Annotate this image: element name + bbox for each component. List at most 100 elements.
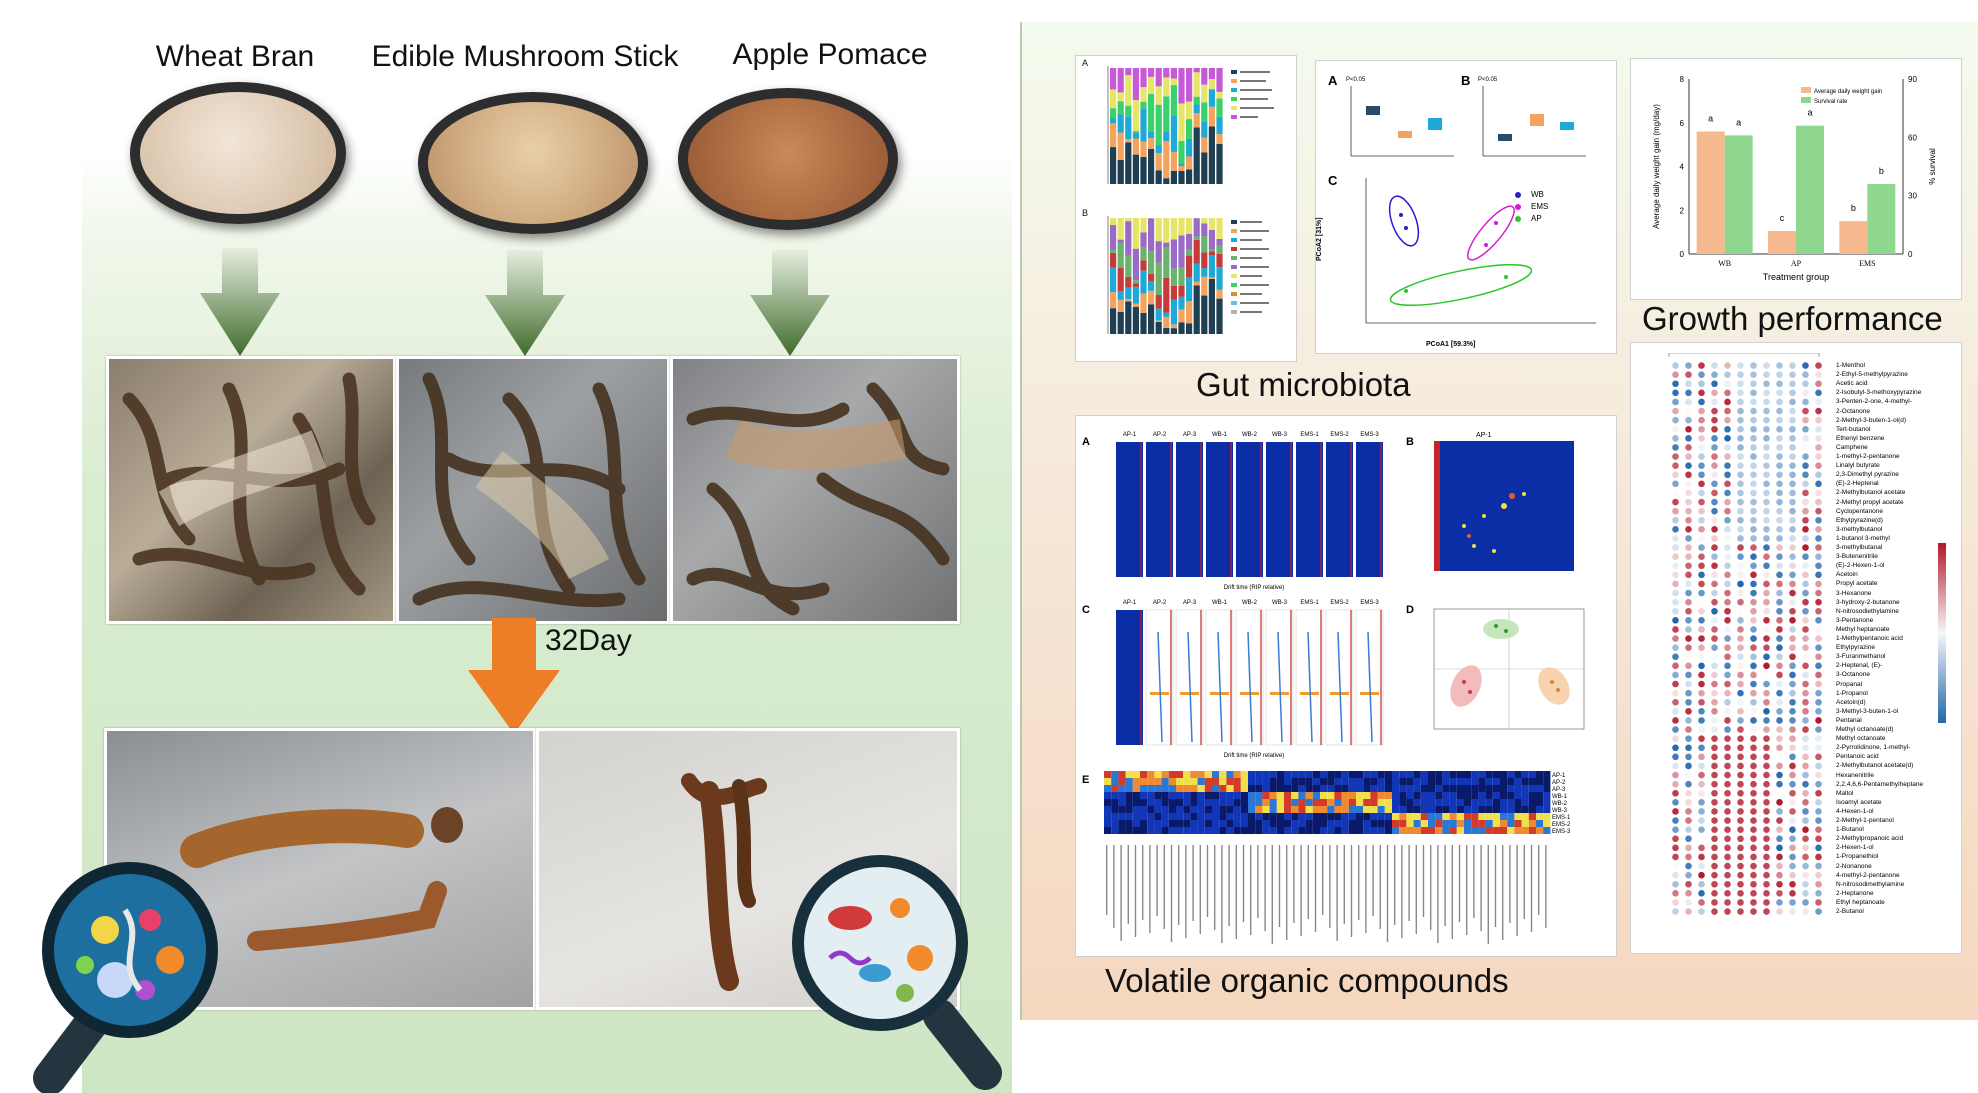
compound-label: Linalyl butyrate — [1836, 462, 1880, 470]
correlation-cell — [1724, 653, 1731, 661]
fingerprint-cell — [1514, 806, 1522, 813]
stack-segment — [1117, 114, 1124, 133]
stack-segment — [1125, 221, 1132, 256]
correlation-cell — [1789, 435, 1796, 442]
stack-segment — [1208, 229, 1215, 250]
fingerprint-cell — [1370, 799, 1378, 806]
fingerprint-cell — [1435, 778, 1443, 785]
fingerprint-cell — [1248, 813, 1256, 820]
correlation-cell — [1698, 607, 1705, 615]
correlation-cell — [1763, 435, 1770, 442]
fingerprint-cell — [1197, 820, 1205, 827]
fingerprint-cell — [1341, 778, 1349, 785]
fingerprint-cell — [1406, 827, 1414, 834]
legend-text-line — [1240, 302, 1269, 304]
correlation-cell — [1789, 871, 1796, 879]
correlation-cell — [1776, 835, 1783, 843]
correlation-cell — [1672, 380, 1679, 388]
stack-segment — [1201, 268, 1208, 277]
legend-swatch — [1231, 220, 1237, 224]
correlation-cell — [1802, 425, 1809, 433]
correlation-cell — [1763, 708, 1770, 715]
correlation-cell — [1685, 480, 1692, 488]
stack-segment — [1178, 322, 1185, 334]
correlation-cell — [1685, 380, 1692, 388]
fingerprint-row-label: AP-3 — [1552, 787, 1566, 793]
correlation-cell — [1711, 789, 1718, 797]
correlation-cell — [1815, 662, 1822, 670]
correlation-cell — [1802, 626, 1809, 633]
correlation-cell — [1724, 498, 1731, 506]
compound-name-tick — [1343, 845, 1345, 924]
correlation-cell — [1737, 698, 1744, 706]
correlation-cell — [1776, 380, 1783, 388]
compound-label: 2-Pyrrolidinone, 1-methyl- — [1836, 744, 1911, 752]
correlation-cell — [1802, 516, 1809, 524]
fingerprint-cell — [1536, 771, 1544, 778]
correlation-cell — [1672, 771, 1679, 779]
stack-segment — [1193, 104, 1200, 114]
fingerprint-cell — [1276, 820, 1284, 827]
fingerprint-cell — [1449, 792, 1457, 799]
correlation-cell — [1776, 371, 1783, 378]
fingerprint-cell — [1125, 785, 1133, 792]
correlation-cell — [1776, 644, 1783, 651]
compound-label: Acetoin(d) — [1836, 698, 1866, 706]
fingerprint-cell — [1291, 792, 1299, 799]
correlation-cell — [1789, 735, 1796, 742]
fingerprint-cell — [1240, 813, 1248, 820]
correlation-cell — [1776, 780, 1783, 788]
fingerprint-cell — [1348, 827, 1356, 834]
fingerprint-cell — [1341, 820, 1349, 827]
fingerprint-cell — [1298, 785, 1306, 792]
correlation-cell — [1750, 698, 1757, 706]
photo-larvae-mushroom-stick — [396, 356, 670, 624]
fingerprint-cell — [1327, 806, 1335, 813]
correlation-cell — [1711, 817, 1718, 824]
fingerprint-cell — [1543, 827, 1551, 834]
stack-segment — [1178, 170, 1185, 184]
fingerprint-cell — [1233, 785, 1241, 792]
compound-name-tick — [1372, 845, 1374, 916]
compound-label: 2-Heptenal, (E)- — [1836, 662, 1883, 670]
compound-name-tick — [1494, 845, 1497, 927]
fingerprint-cell — [1456, 813, 1464, 820]
correlation-cell — [1776, 862, 1783, 870]
correlation-cell — [1763, 589, 1770, 597]
correlation-cell — [1776, 453, 1783, 460]
correlation-cell — [1789, 480, 1796, 488]
correlation-cell — [1724, 535, 1731, 542]
fingerprint-cell — [1262, 820, 1270, 827]
fingerprint-cell — [1125, 771, 1133, 778]
compound-name-tick — [1466, 845, 1468, 935]
stack-segment — [1148, 93, 1155, 132]
compound-label: N-nitrosodiethylamine — [1836, 607, 1899, 615]
fingerprint-cell — [1456, 778, 1464, 785]
fingerprint-cell — [1442, 813, 1450, 820]
compound-label: 3-Penten-2-one, 4-methyl- — [1836, 398, 1912, 406]
fingerprint-cell — [1183, 785, 1191, 792]
correlation-cell — [1737, 826, 1744, 833]
fingerprint-cell — [1183, 820, 1191, 827]
correlation-cell — [1789, 635, 1796, 642]
correlation-cell — [1672, 808, 1679, 815]
fingerprint-cell — [1240, 806, 1248, 813]
correlation-cell — [1737, 544, 1744, 551]
correlation-cell — [1711, 425, 1718, 433]
fingerprint-cell — [1435, 785, 1443, 792]
fingerprint-cell — [1384, 799, 1392, 806]
fingerprint-cell — [1399, 771, 1407, 778]
sample-label: AP-3 — [1183, 432, 1197, 438]
stack-segment — [1148, 290, 1155, 305]
fingerprint-cell — [1492, 771, 1500, 778]
legend-text-line — [1240, 230, 1269, 232]
stack-segment — [1201, 295, 1208, 334]
fingerprint-cell — [1492, 778, 1500, 785]
correlation-cell — [1737, 689, 1744, 697]
fingerprint-cell — [1363, 771, 1371, 778]
fingerprint-cell — [1284, 813, 1292, 820]
correlation-cell — [1737, 662, 1744, 670]
correlation-cell — [1815, 698, 1822, 706]
legend-swatch — [1231, 238, 1237, 242]
